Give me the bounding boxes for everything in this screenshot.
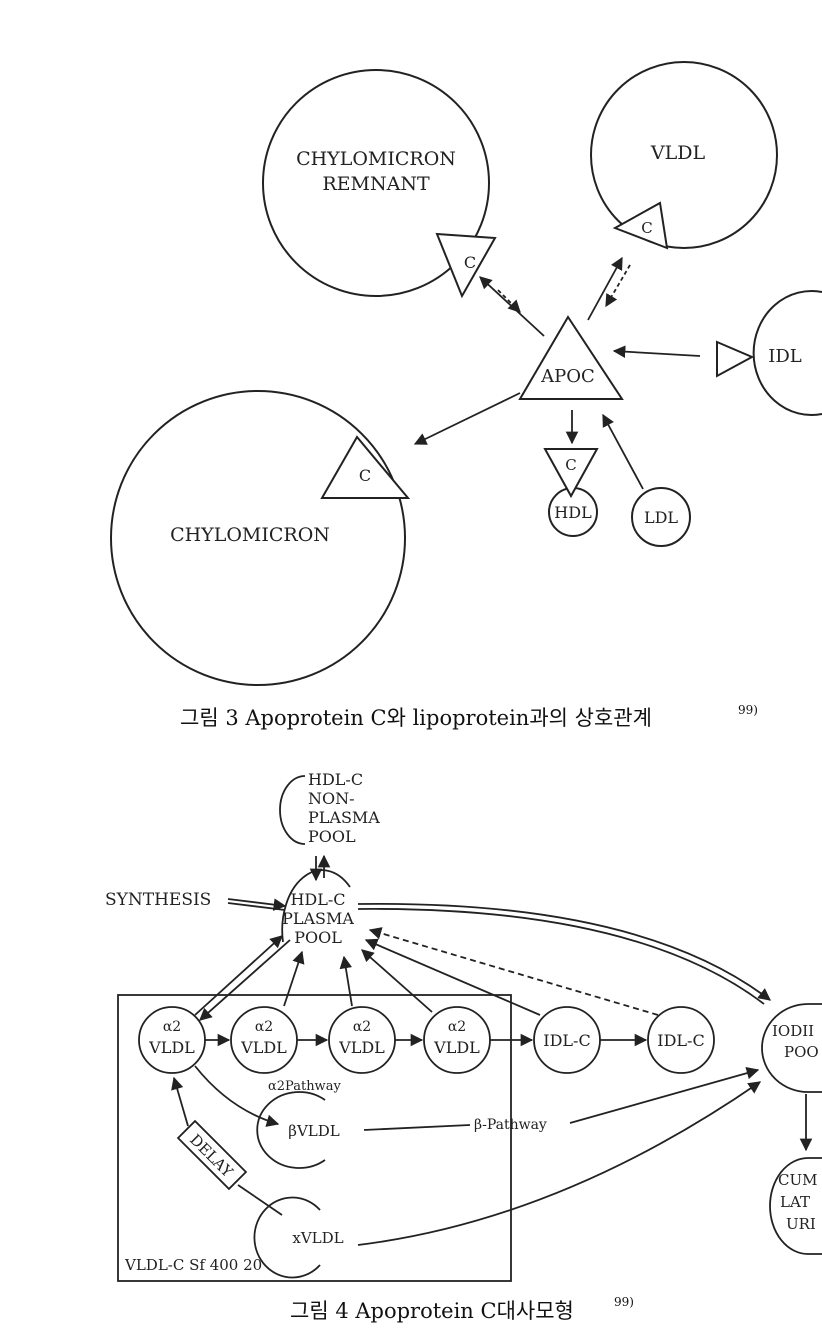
chylomicron-c-label: C [359,466,371,485]
alpha2-vldl-4: α2 VLDL [423,1006,491,1074]
beta-pathway-line-1 [363,1124,471,1131]
plasma-label-1: HDL-C [290,890,345,909]
figure-4-caption-ref: 99) [614,1295,634,1309]
chylomicron-remnant-label-1: CHYLOMICRON [296,148,456,170]
alpha2-vldl-1-bottom: VLDL [148,1038,195,1057]
vldl-label: VLDL [650,142,706,164]
iodine-pool-label-2: POO [784,1043,819,1061]
figure-4: HDL-C NON- PLASMA POOL SYNTHESIS HDL-C P… [105,770,822,1282]
figure-3-arrows [413,256,701,490]
vldl-c-box [117,994,512,1282]
arrow-plasma-to-v1 [199,939,291,1021]
iodine-pool-label-1: IODII [772,1022,814,1040]
nonplasma-label-2: NON- [308,789,355,808]
cum-label-2: LAT [780,1193,810,1211]
cum-label-1: CUM [778,1171,817,1189]
arrow-idl2-to-plasma-dashed [368,927,659,1016]
alpha2-vldl-4-bottom: VLDL [433,1038,480,1057]
arrow-v1-to-plasma [194,935,283,1016]
vldl-c-box-label: VLDL-C Sf 400 20 [124,1256,262,1274]
apoc-node: APOC [518,315,624,400]
arrow-ldl-to-apoc [602,413,644,490]
hdl-label: HDL [554,503,592,522]
delay-box: DELAY [176,1119,248,1191]
figure-3: CHYLOMICRON REMNANT C VLDL C IDL APOC CH… [110,61,822,686]
synthesis-label: SYNTHESIS [105,890,211,910]
chylomicron-node: CHYLOMICRON C [110,390,411,686]
iodine-pool-node: IODII POO [761,1003,822,1093]
alpha2-vldl-2: α2 VLDL [230,1006,298,1074]
arrow-apoc-to-remnant [479,276,545,337]
nonplasma-label-1: HDL-C [308,770,363,789]
figure-3-caption: 그림 3 Apoprotein C와 lipoprotein과의 상호관계 [180,706,652,730]
alpha2-vldl-3: α2 VLDL [328,1006,396,1074]
alpha2-pathway-label: α2Pathway [268,1079,341,1094]
arrow-idl-to-apoc [612,345,701,358]
idl-c-2: IDL-C [647,1006,715,1074]
idl-node: IDL [716,290,822,416]
alpha2-vldl-2-top: α2 [255,1019,273,1035]
cum-label-3: URI [786,1215,816,1233]
arrow-remnant-to-apoc [497,289,521,313]
plasma-label-2: PLASMA [282,909,354,928]
beta-vldl-label: βVLDL [288,1122,339,1140]
ldl-label: LDL [644,508,678,527]
arrow-idl1-to-plasma [364,938,541,1016]
x-vldl-label: xVLDL [292,1229,343,1247]
hdl-node: C HDL [543,448,599,537]
idl-c-1: IDL-C [533,1006,601,1074]
cum-node: CUM LAT URI [769,1157,822,1255]
beta-pathway-arrow [569,1067,760,1124]
idl-c-2-label: IDL-C [657,1031,704,1050]
chylomicron-label: CHYLOMICRON [170,524,330,546]
idl-label: IDL [768,346,802,367]
arrow-v4-to-plasma [361,949,433,1013]
arrow-apoc-to-vldl [587,256,623,321]
idl-c-1-label: IDL-C [543,1031,590,1050]
alpha2-vldl-2-bottom: VLDL [240,1038,287,1057]
beta-pathway-label: β-Pathway [474,1117,547,1133]
remnant-c-label: C [464,253,476,272]
arrow-vldl-to-apoc [605,264,631,308]
figure-4-caption: 그림 4 Apoprotein C대사모형 [290,1299,574,1323]
arrow-plasma-to-iodine [357,902,771,1001]
vldl-c-label: C [641,219,652,237]
alpha2-vldl-1: α2 VLDL [138,1006,206,1074]
arrow-synthesis [227,898,287,911]
nonplasma-bracket [279,775,306,845]
beta-vldl-node: βVLDL [256,1091,340,1169]
arrow-v2-to-plasma [283,950,305,1007]
arrow-v3-to-plasma [339,955,353,1007]
figure-3-caption-ref: 99) [738,703,758,717]
delay-line-lower [237,1184,283,1216]
arrow-v1-to-beta [194,1065,280,1127]
delay-arrow-upper [171,1076,189,1127]
arrow-apoc-to-chylomicron [413,392,521,445]
chylomicron-remnant-node: CHYLOMICRON REMNANT C [262,69,497,299]
apoc-label: APOC [540,366,595,387]
vldl-node: VLDL C [590,61,778,250]
chylomicron-remnant-label-2: REMNANT [322,173,430,195]
alpha2-vldl-1-top: α2 [163,1019,181,1035]
x-vldl-node: xVLDL [253,1196,344,1279]
plasma-bracket [281,869,351,943]
ldl-node: LDL [631,487,691,547]
nonplasma-label-3: PLASMA [308,808,380,827]
arrow-xvldl-to-iodine [357,1081,762,1246]
hdl-c-label: C [565,456,576,474]
alpha2-vldl-3-top: α2 [353,1019,371,1035]
alpha2-vldl-3-bottom: VLDL [338,1038,385,1057]
nonplasma-label-4: POOL [308,827,356,846]
plasma-label-3: POOL [294,928,342,947]
alpha2-vldl-4-top: α2 [448,1019,466,1035]
